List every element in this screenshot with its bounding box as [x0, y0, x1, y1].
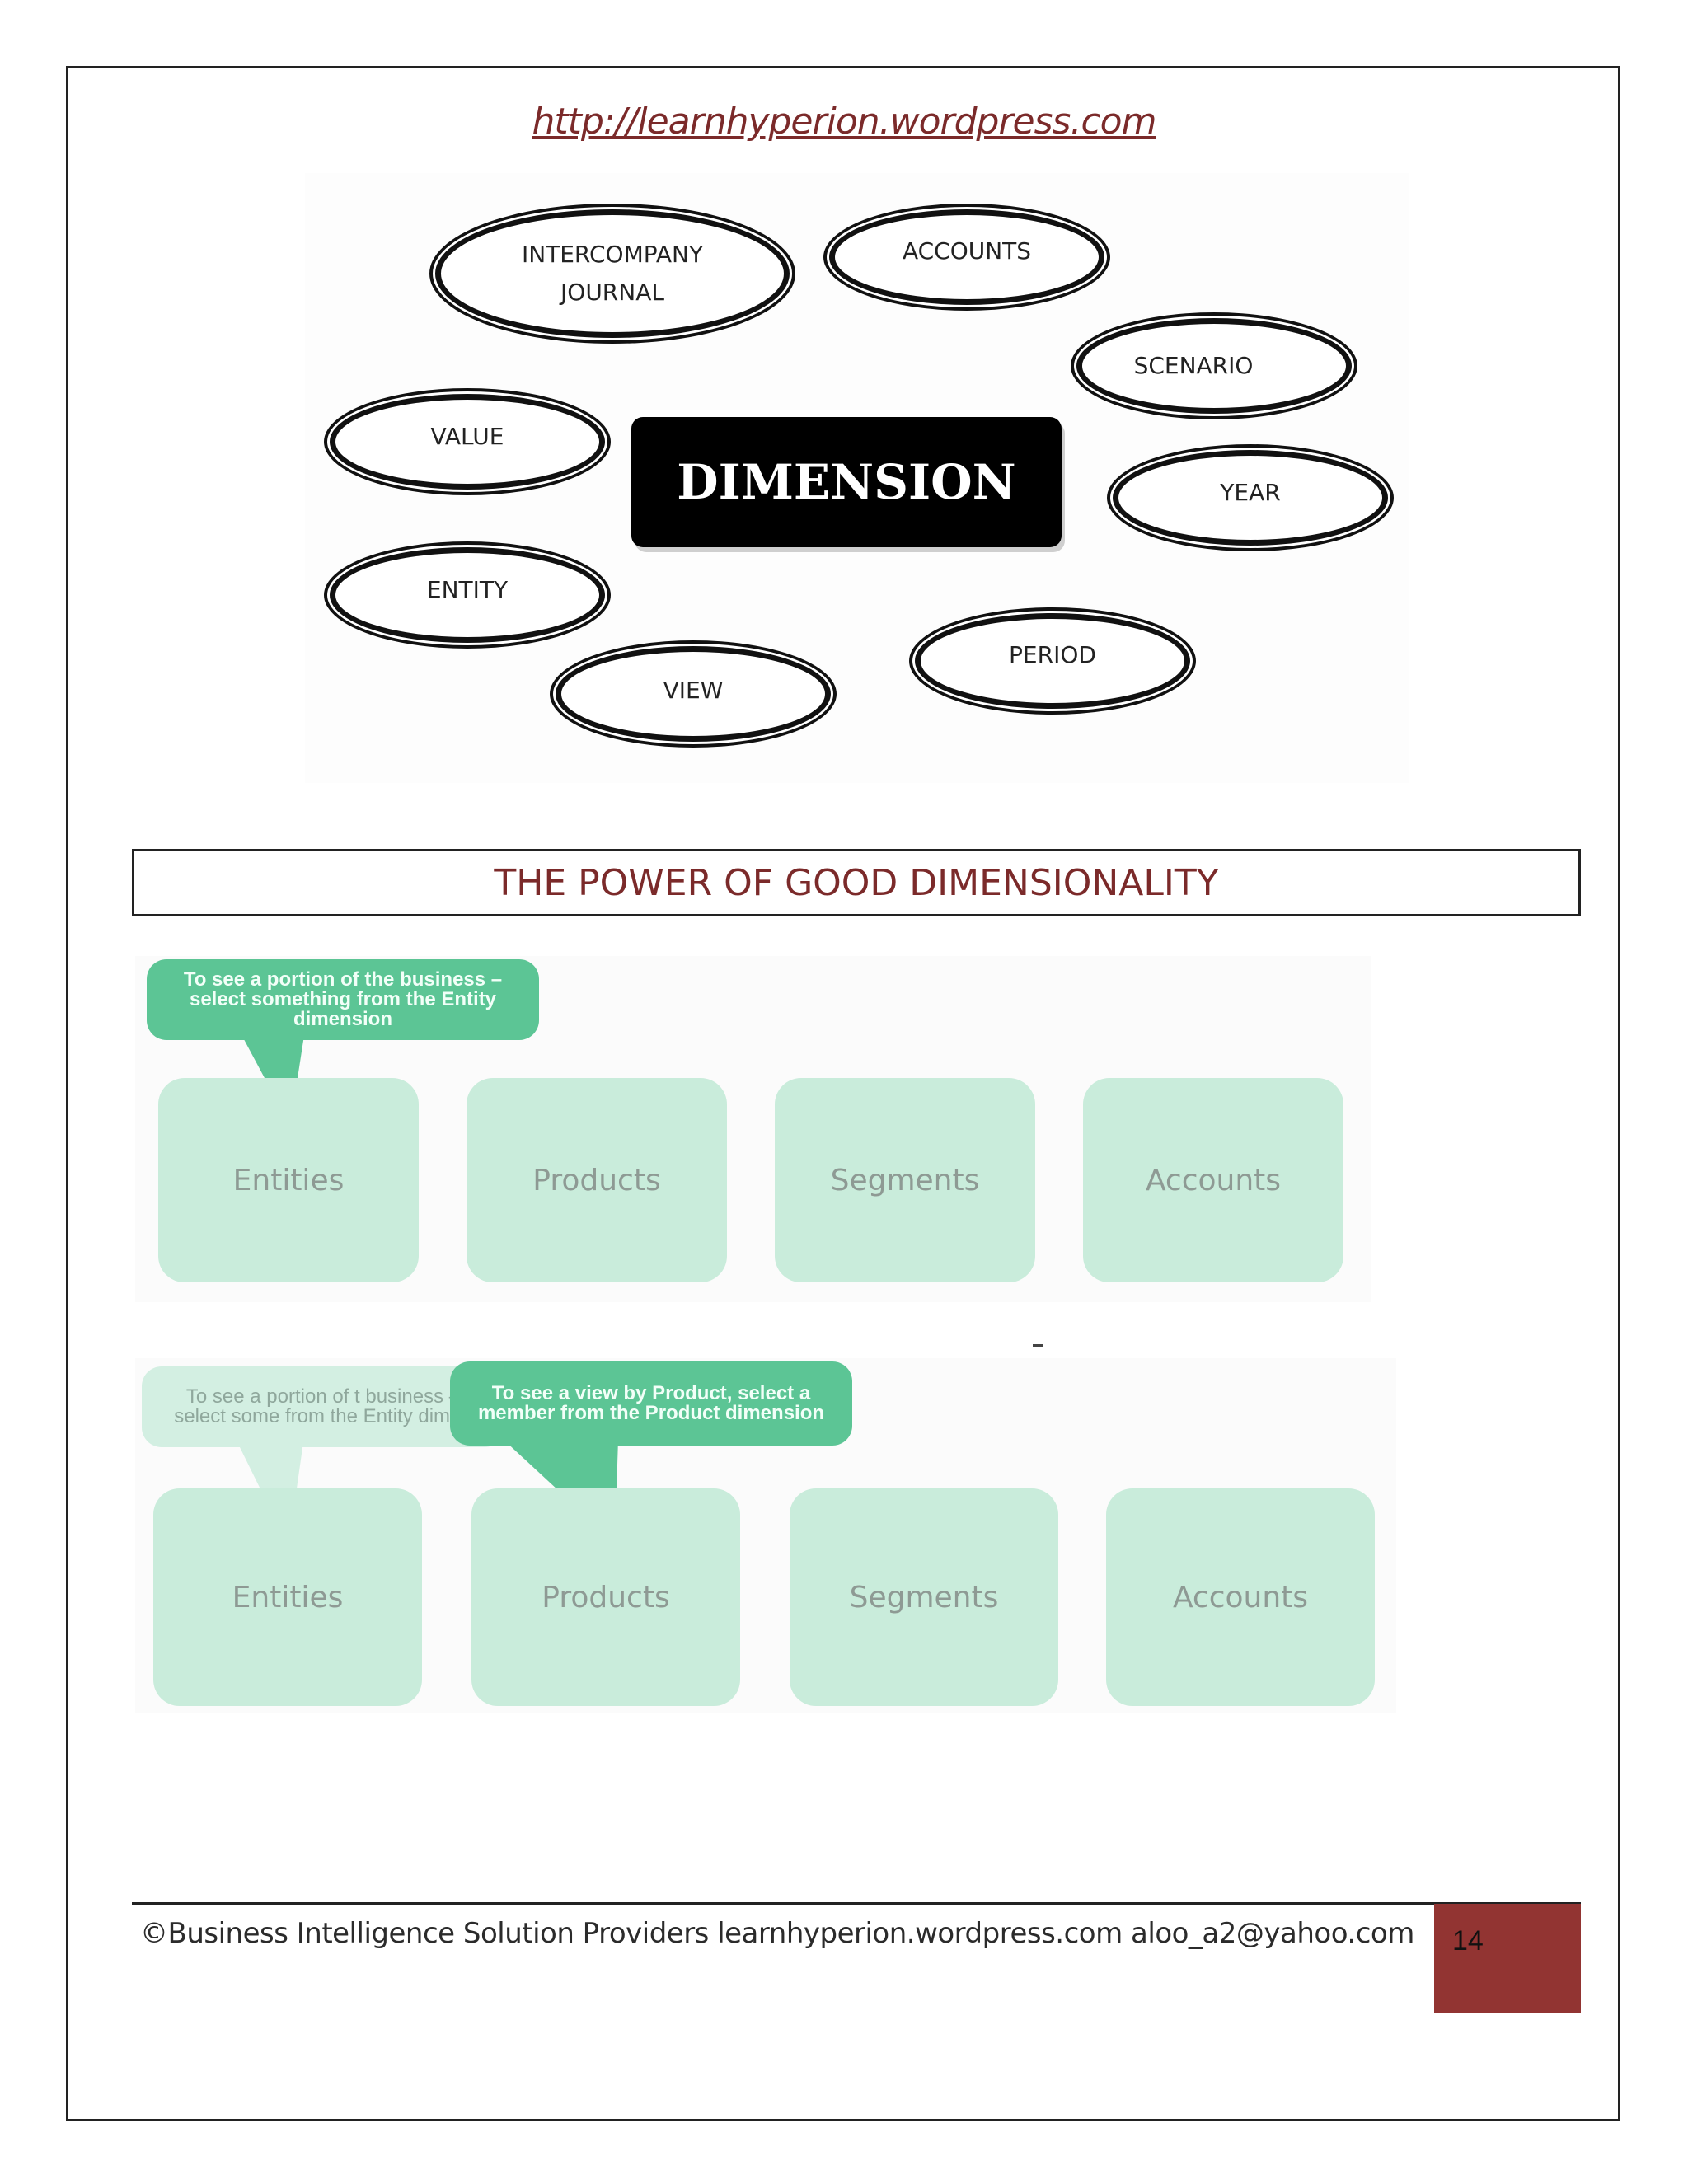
- entity-callout: To see a portion of the business – selec…: [147, 959, 539, 1040]
- box-accounts: Accounts: [1083, 1078, 1343, 1282]
- node-year: YEAR: [1113, 450, 1388, 546]
- box-entities: Entities: [158, 1078, 419, 1282]
- box-products: Products: [471, 1488, 740, 1706]
- node-label: ACCOUNTS: [902, 237, 1032, 265]
- separator-mark: [1033, 1344, 1043, 1347]
- node-label: INTERCOMPANY: [521, 241, 704, 268]
- box-accounts: Accounts: [1106, 1488, 1375, 1706]
- page-number: 14: [1452, 1925, 1484, 1957]
- entity-callout-faded: To see a portion of t business – select …: [142, 1366, 504, 1447]
- page-number-badge: 14: [1434, 1904, 1581, 2013]
- node-entity: ENTITY: [330, 547, 605, 643]
- node-label: ENTITY: [426, 576, 509, 603]
- dimension-center-box: DIMENSION: [631, 417, 1062, 547]
- product-callout: To see a view by Product, select a membe…: [450, 1361, 852, 1446]
- box-segments: Segments: [775, 1078, 1035, 1282]
- node-label: YEAR: [1220, 479, 1281, 506]
- node-label: SCENARIO: [1133, 352, 1254, 379]
- section-heading: THE POWER OF GOOD DIMENSIONALITY: [132, 849, 1581, 916]
- box-entities: Entities: [153, 1488, 422, 1706]
- footer-rule: [132, 1902, 1581, 1905]
- box-segments: Segments: [790, 1488, 1058, 1706]
- node-label: JOURNAL: [560, 279, 664, 306]
- node-value: VALUE: [330, 394, 605, 490]
- node-view: VIEW: [556, 646, 831, 742]
- box-products: Products: [467, 1078, 727, 1282]
- node-label: PERIOD: [1009, 641, 1096, 668]
- node-label: VIEW: [663, 677, 724, 704]
- footer-copyright: ©Business Intelligence Solution Provider…: [140, 1917, 1414, 1950]
- header-url-link[interactable]: http://learnhyperion.wordpress.com: [532, 101, 1157, 143]
- node-label: VALUE: [430, 423, 504, 450]
- node-accounts: ACCOUNTS: [829, 209, 1104, 305]
- page-border: [66, 66, 1620, 2121]
- node-scenario: SCENARIO: [1076, 318, 1352, 414]
- node-period: PERIOD: [915, 613, 1190, 709]
- node-intercompany-journal: INTERCOMPANY JOURNAL: [435, 209, 790, 338]
